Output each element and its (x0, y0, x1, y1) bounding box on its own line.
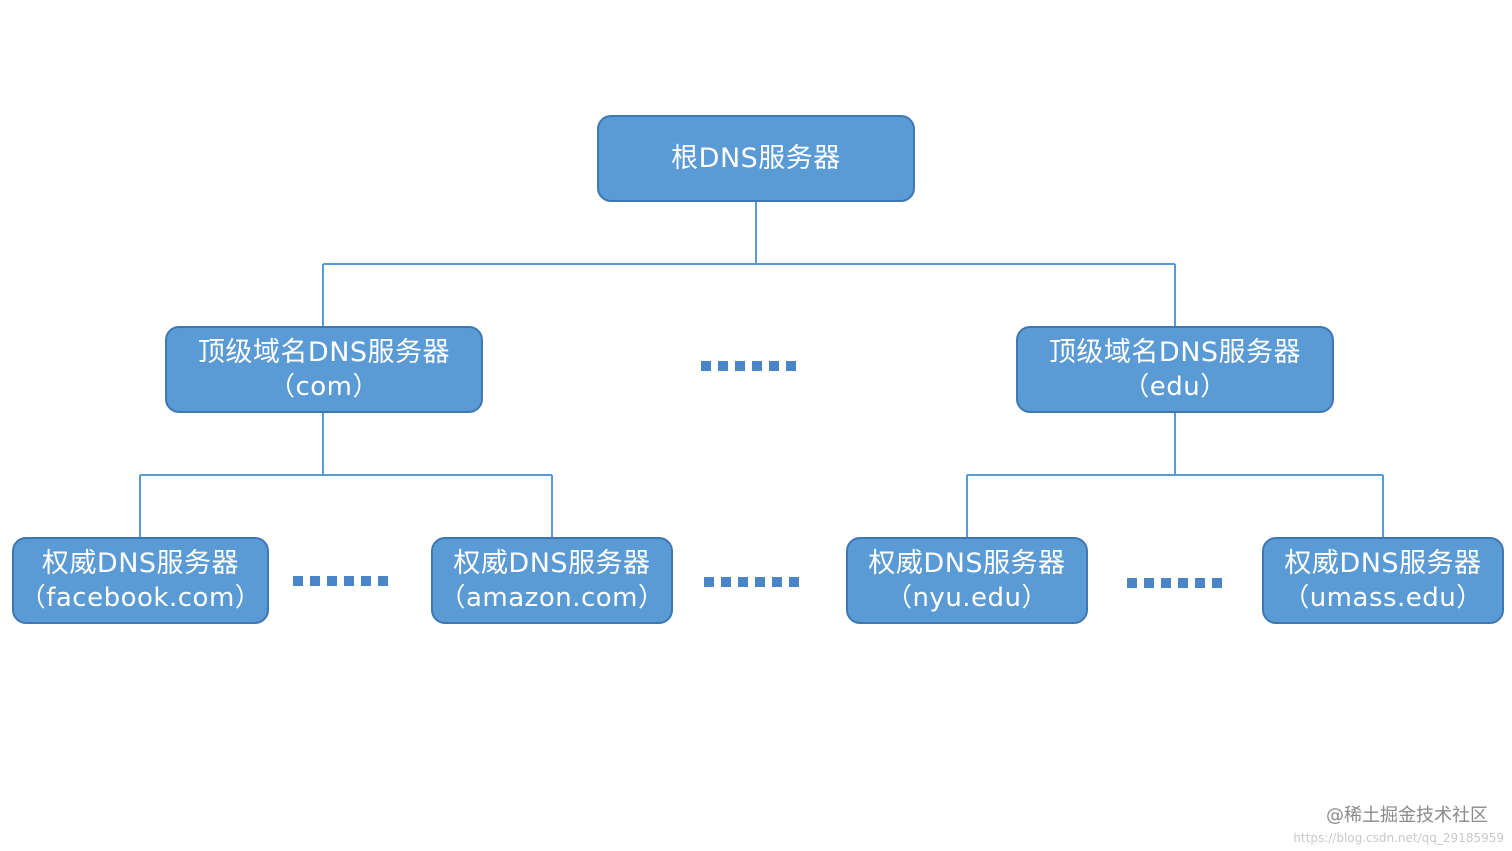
auth-ellipsis-middle (704, 577, 799, 587)
watermark-brand: @稀土掘金技术社区 (1326, 805, 1488, 826)
tld-ellipsis (701, 361, 796, 371)
auth-dns-server-nyu-node: 权威DNS服务器 （nyu.edu） (846, 537, 1088, 624)
auth-facebook-domain: （facebook.com） (19, 582, 262, 613)
watermark-url: https://blog.csdn.net/qq_29185959 (1293, 831, 1504, 845)
auth-ellipsis-right (1127, 578, 1222, 588)
auth-dns-server-umass-node: 权威DNS服务器 （umass.edu） (1262, 537, 1504, 624)
tld-com-domain: （com） (268, 371, 380, 402)
tld-dns-server-com-node: 顶级域名DNS服务器 （com） (165, 326, 483, 413)
auth-facebook-title: 权威DNS服务器 (41, 547, 240, 579)
edu-to-auth-connector (966, 412, 1384, 538)
auth-umass-domain: （umass.edu） (1283, 582, 1483, 613)
auth-amazon-domain: （amazon.com） (439, 582, 665, 613)
root-dns-server-node: 根DNS服务器 (597, 115, 915, 202)
tld-com-title: 顶级域名DNS服务器 (197, 336, 451, 368)
root-dns-server-label: 根DNS服务器 (671, 142, 841, 174)
auth-amazon-title: 权威DNS服务器 (453, 547, 651, 579)
tld-edu-domain: （edu） (1123, 371, 1227, 402)
auth-umass-title: 权威DNS服务器 (1284, 547, 1482, 579)
tld-edu-title: 顶级域名DNS服务器 (1048, 336, 1302, 368)
root-to-tld-connector (322, 201, 1176, 327)
auth-dns-server-facebook-node: 权威DNS服务器 （facebook.com） (12, 537, 269, 624)
auth-dns-server-amazon-node: 权威DNS服务器 （amazon.com） (431, 537, 673, 624)
tld-dns-server-edu-node: 顶级域名DNS服务器 （edu） (1016, 326, 1334, 413)
auth-nyu-domain: （nyu.edu） (885, 582, 1049, 613)
com-to-auth-connector (139, 412, 553, 538)
auth-nyu-title: 权威DNS服务器 (868, 547, 1066, 579)
auth-ellipsis-left (293, 576, 388, 586)
